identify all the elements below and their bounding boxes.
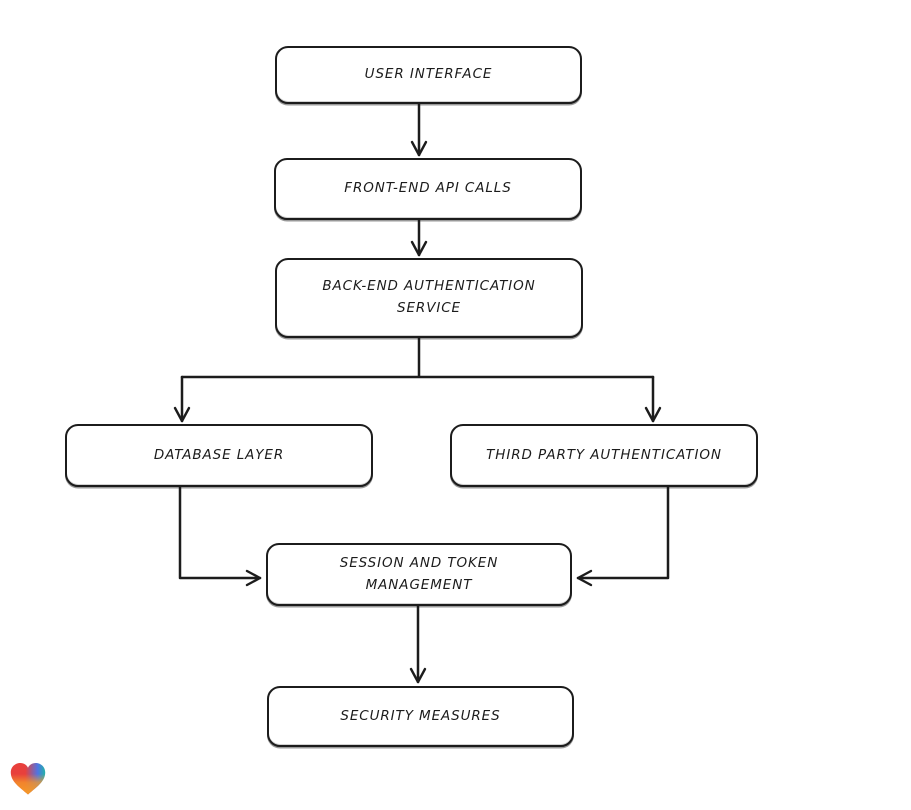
node-label: SECURITY MEASURES — [340, 707, 501, 724]
node-label: THIRD PARTY AUTHENTICATION — [486, 446, 722, 463]
node-security-measures: SECURITY MEASURES — [267, 686, 574, 747]
node-back-end-authentication-service: BACK-END AUTHENTICATION SERVICE — [275, 258, 583, 338]
node-database-layer: DATABASE LAYER — [65, 424, 373, 487]
edge-database-to-session — [178, 485, 262, 587]
edge-thirdparty-to-session — [576, 485, 670, 587]
node-session-and-token-management: SESSION AND TOKEN MANAGEMENT — [266, 543, 572, 606]
node-label: FRONT-END API CALLS — [344, 180, 512, 197]
node-label: USER INTERFACE — [364, 66, 493, 83]
heart-icon — [10, 762, 46, 795]
node-label: DATABASE LAYER — [153, 446, 285, 463]
node-user-interface: USER INTERFACE — [275, 46, 582, 104]
node-third-party-authentication: THIRD PARTY AUTHENTICATION — [450, 424, 758, 487]
node-front-end-api-calls: FRONT-END API CALLS — [274, 158, 582, 220]
edge-backend-branch-trunk — [180, 336, 655, 379]
node-label: BACK-END AUTHENTICATION SERVICE — [322, 278, 536, 316]
node-label: SESSION AND TOKEN MANAGEMENT — [339, 554, 499, 593]
